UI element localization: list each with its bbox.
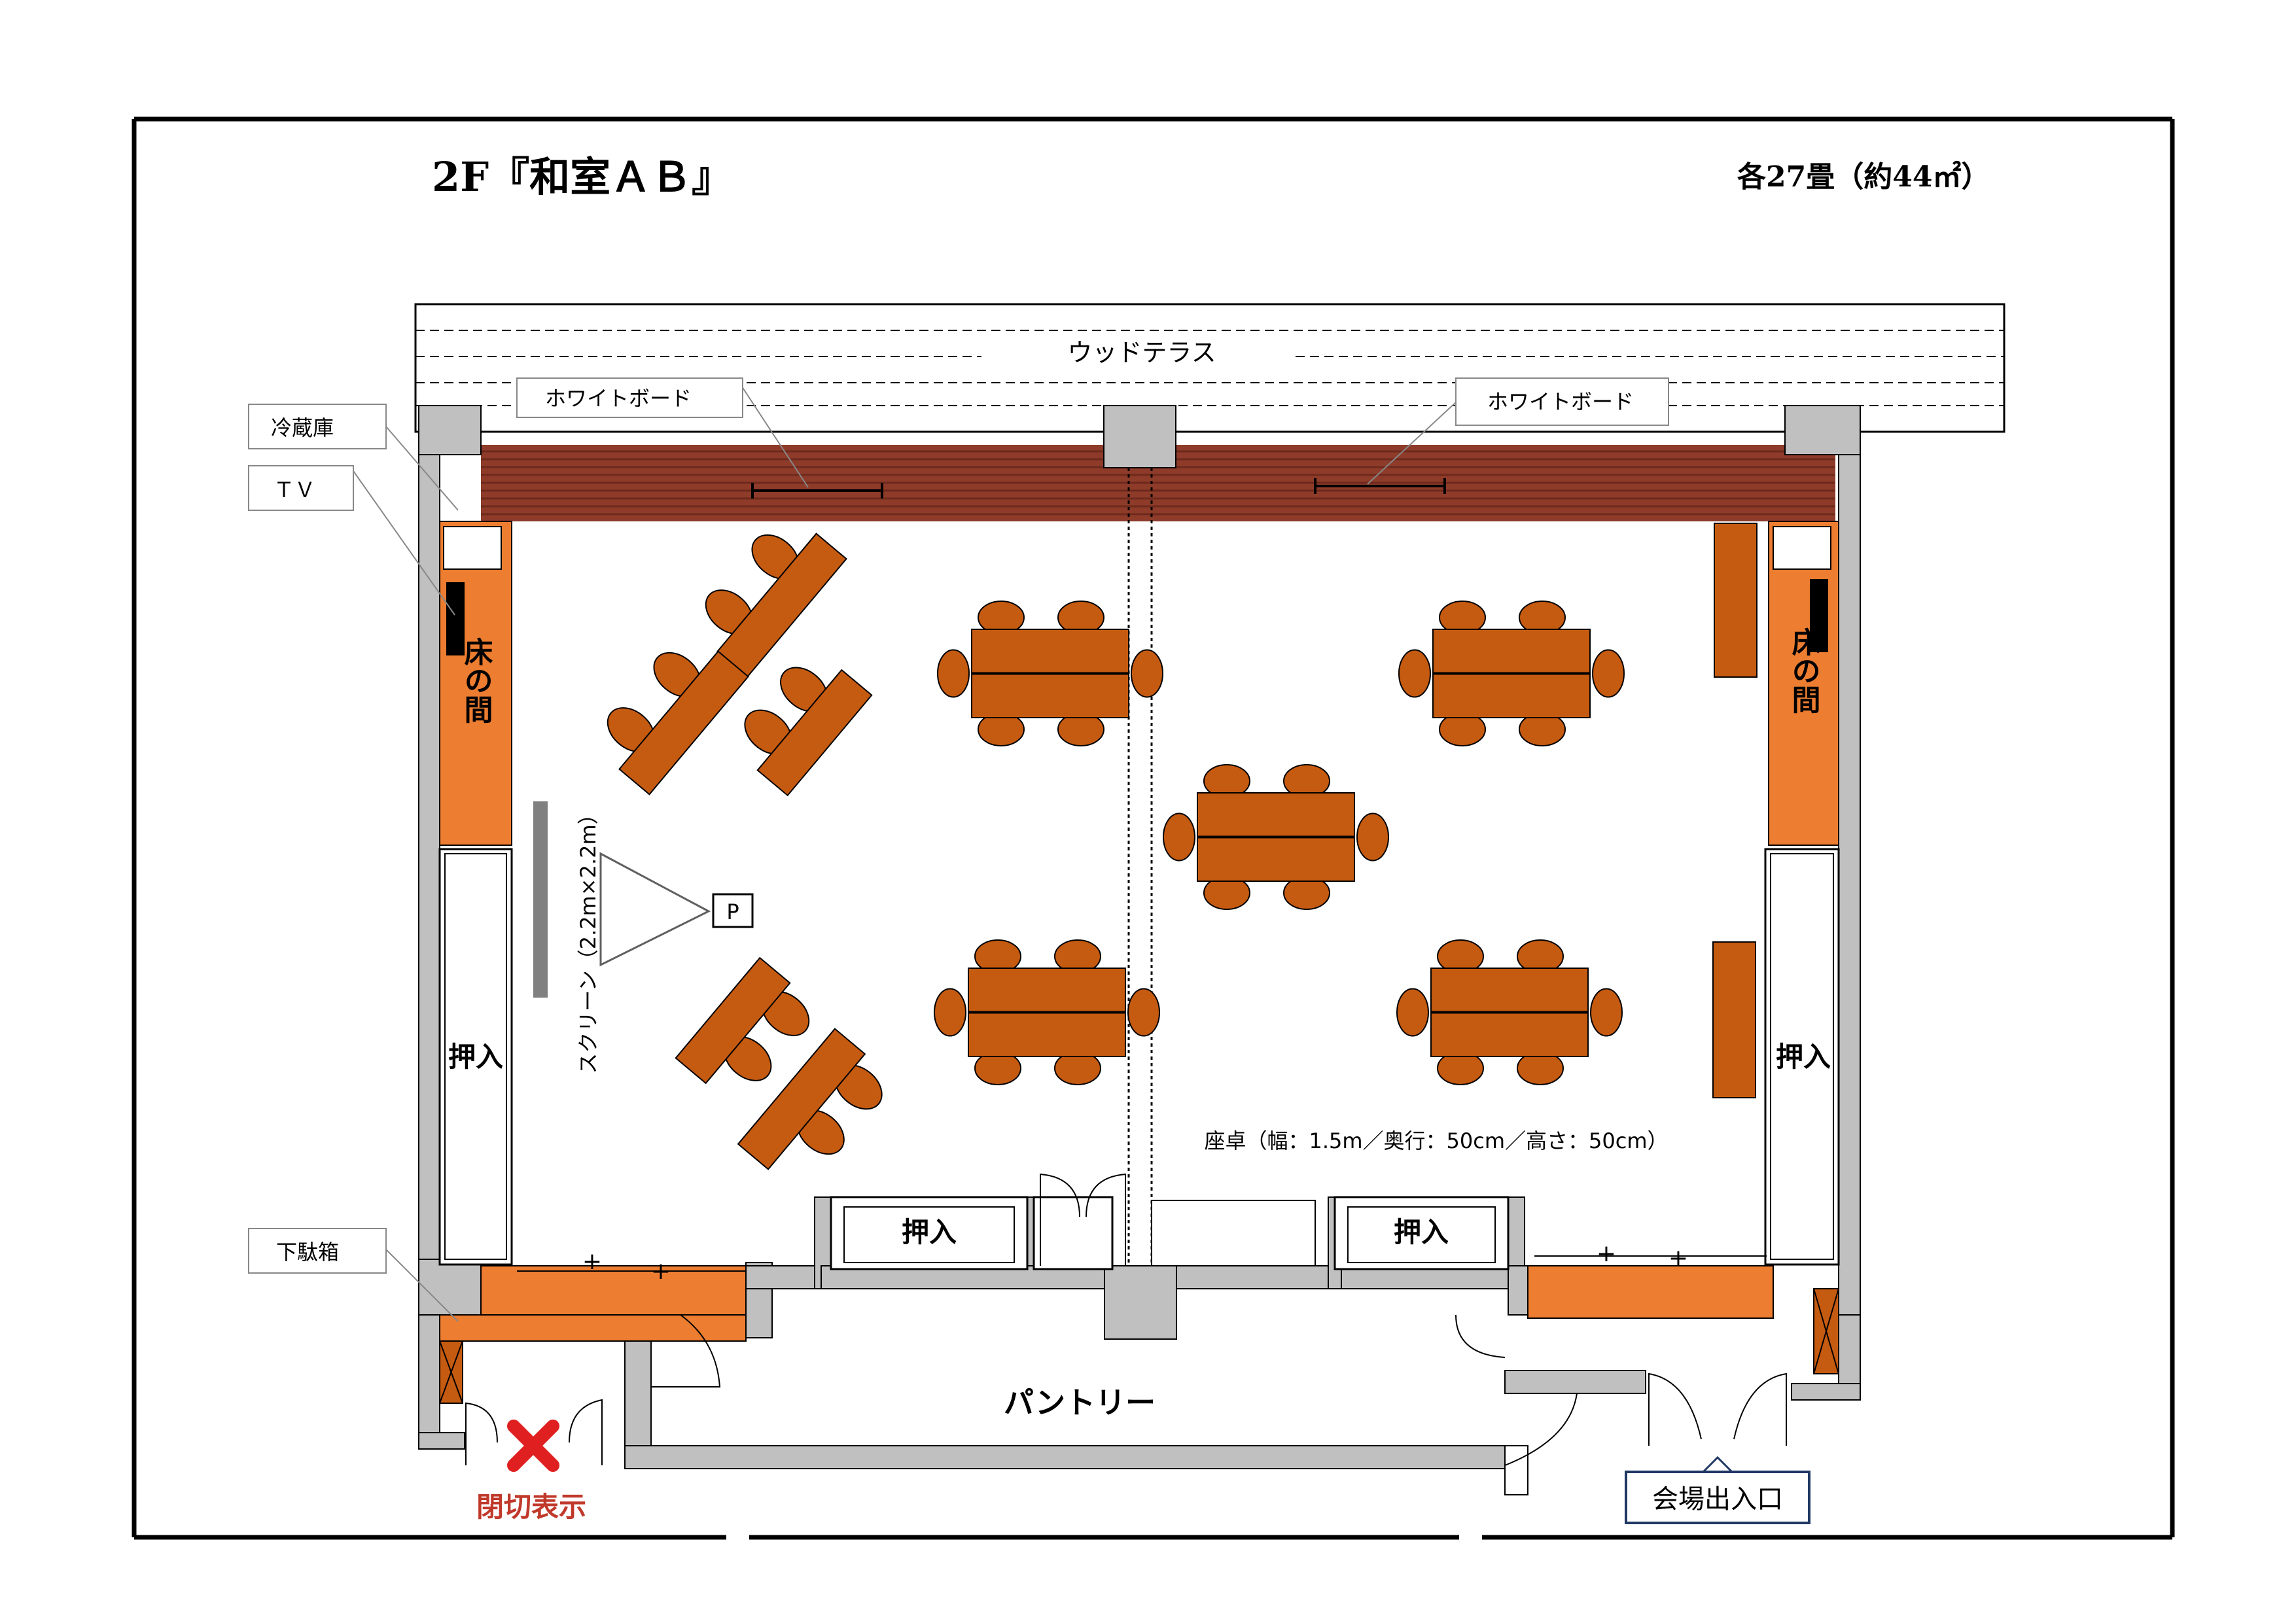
- tokonoma-text: 床の間: [1787, 627, 1821, 714]
- pantry-label: パントリー: [1004, 1385, 1156, 1420]
- shoebox-callout: 下駄箱: [248, 1228, 387, 1274]
- closet-label: 押入: [902, 1216, 957, 1248]
- wood-terrace-label: ウッドテラス: [1067, 338, 1216, 367]
- wall-post: [1784, 405, 1861, 455]
- closed-mark: 閉切表示: [476, 1420, 586, 1523]
- bottom-closet-left: 押入: [830, 1196, 1029, 1270]
- cushion: [1356, 812, 1389, 862]
- left-closet: 押入: [438, 848, 513, 1266]
- wall-table: [1712, 941, 1756, 1098]
- table-set: [1398, 601, 1625, 746]
- tokonoma-text: 床の間: [459, 637, 493, 724]
- whiteboard-callout-left: ホワイトボード: [516, 377, 743, 418]
- table-set: [934, 939, 1160, 1085]
- right-tokonoma: 床の間: [1768, 521, 1839, 846]
- low-table: [618, 650, 749, 795]
- table-set: [1163, 764, 1389, 910]
- diagonal-table: [675, 956, 810, 1085]
- cushion: [937, 649, 970, 698]
- table-spec: 座卓（幅：1.5m／奥行：50cm／高さ：50cm）: [1204, 1128, 1668, 1153]
- middle-storage: [1033, 1173, 1316, 1270]
- door-swings: [465, 1314, 1787, 1466]
- tv: [446, 582, 465, 655]
- entrance-floor: + + + +: [439, 1240, 1774, 1342]
- low-table: [675, 956, 791, 1085]
- cushion: [934, 988, 966, 1037]
- diagonal-table: [607, 650, 749, 795]
- closed-label: 閉切表示: [476, 1491, 586, 1523]
- table-set: [1396, 939, 1623, 1085]
- room-partition: [1127, 468, 1153, 1266]
- bottom-closet-right: 押入: [1333, 1196, 1510, 1270]
- diagonal-table: [737, 1028, 883, 1170]
- projector-label: P: [726, 899, 739, 924]
- entrance-sign: 会場出入口: [1625, 1456, 1810, 1524]
- cushion: [1396, 988, 1429, 1037]
- cushion: [1590, 988, 1623, 1037]
- right-panel: [1810, 579, 1828, 652]
- low-table: [737, 1028, 866, 1170]
- low-table: [756, 669, 873, 797]
- whiteboard-callout-right: ホワイトボード: [1455, 377, 1669, 426]
- closet-label: 押入: [1394, 1216, 1449, 1248]
- furniture-layer: [607, 523, 1757, 1170]
- projector: [712, 893, 754, 928]
- closet-label: 押入: [1776, 1041, 1831, 1073]
- shoebox-label: 下駄箱: [276, 1240, 339, 1265]
- right-storage-box: [1773, 526, 1831, 570]
- svg-text:+: +: [1597, 1240, 1616, 1267]
- left-tokonoma: 床の間: [439, 521, 512, 846]
- page-frame: [132, 116, 2175, 1540]
- diagonal-table: [705, 532, 847, 678]
- tv-label: ＴＶ: [274, 478, 315, 502]
- closet-label: 押入: [448, 1041, 503, 1073]
- shoe-box: [439, 1288, 1839, 1404]
- cushion: [1163, 812, 1195, 862]
- fridge-label: 冷蔵庫: [271, 415, 334, 440]
- cushion: [1592, 649, 1625, 698]
- area-note: 各27畳（約44㎡）: [1737, 160, 1990, 194]
- whiteboard-label: ホワイトボード: [1487, 389, 1634, 414]
- wall-post: [418, 405, 482, 455]
- right-closet: 押入: [1764, 848, 1840, 1266]
- screen-label: スクリーン（2.2m×2.2m）: [576, 803, 601, 1073]
- entrance-label: 会場出入口: [1652, 1484, 1783, 1514]
- table-set: [937, 601, 1163, 746]
- diagonal-table: [744, 667, 873, 797]
- fridge: [443, 526, 502, 570]
- callouts: [353, 382, 1457, 1322]
- tv-callout: ＴＶ: [248, 465, 354, 511]
- whiteboard-label: ホワイトボード: [545, 386, 692, 411]
- screen: P スクリーン（2.2m×2.2m）: [533, 801, 754, 1074]
- wall-table: [1714, 523, 1757, 678]
- svg-text:+: +: [1669, 1245, 1688, 1272]
- page-title: 2F『和室ＡＢ』: [432, 153, 732, 201]
- right-wall: [1791, 454, 1861, 1401]
- cushion: [1131, 649, 1163, 698]
- fridge-callout: 冷蔵庫: [248, 404, 387, 449]
- svg-text:+: +: [582, 1248, 602, 1275]
- cushion: [1398, 649, 1431, 698]
- whiteboards: [751, 478, 1446, 498]
- cushion: [1127, 988, 1160, 1037]
- svg-text:+: +: [651, 1258, 671, 1285]
- wall-post: [1103, 405, 1176, 468]
